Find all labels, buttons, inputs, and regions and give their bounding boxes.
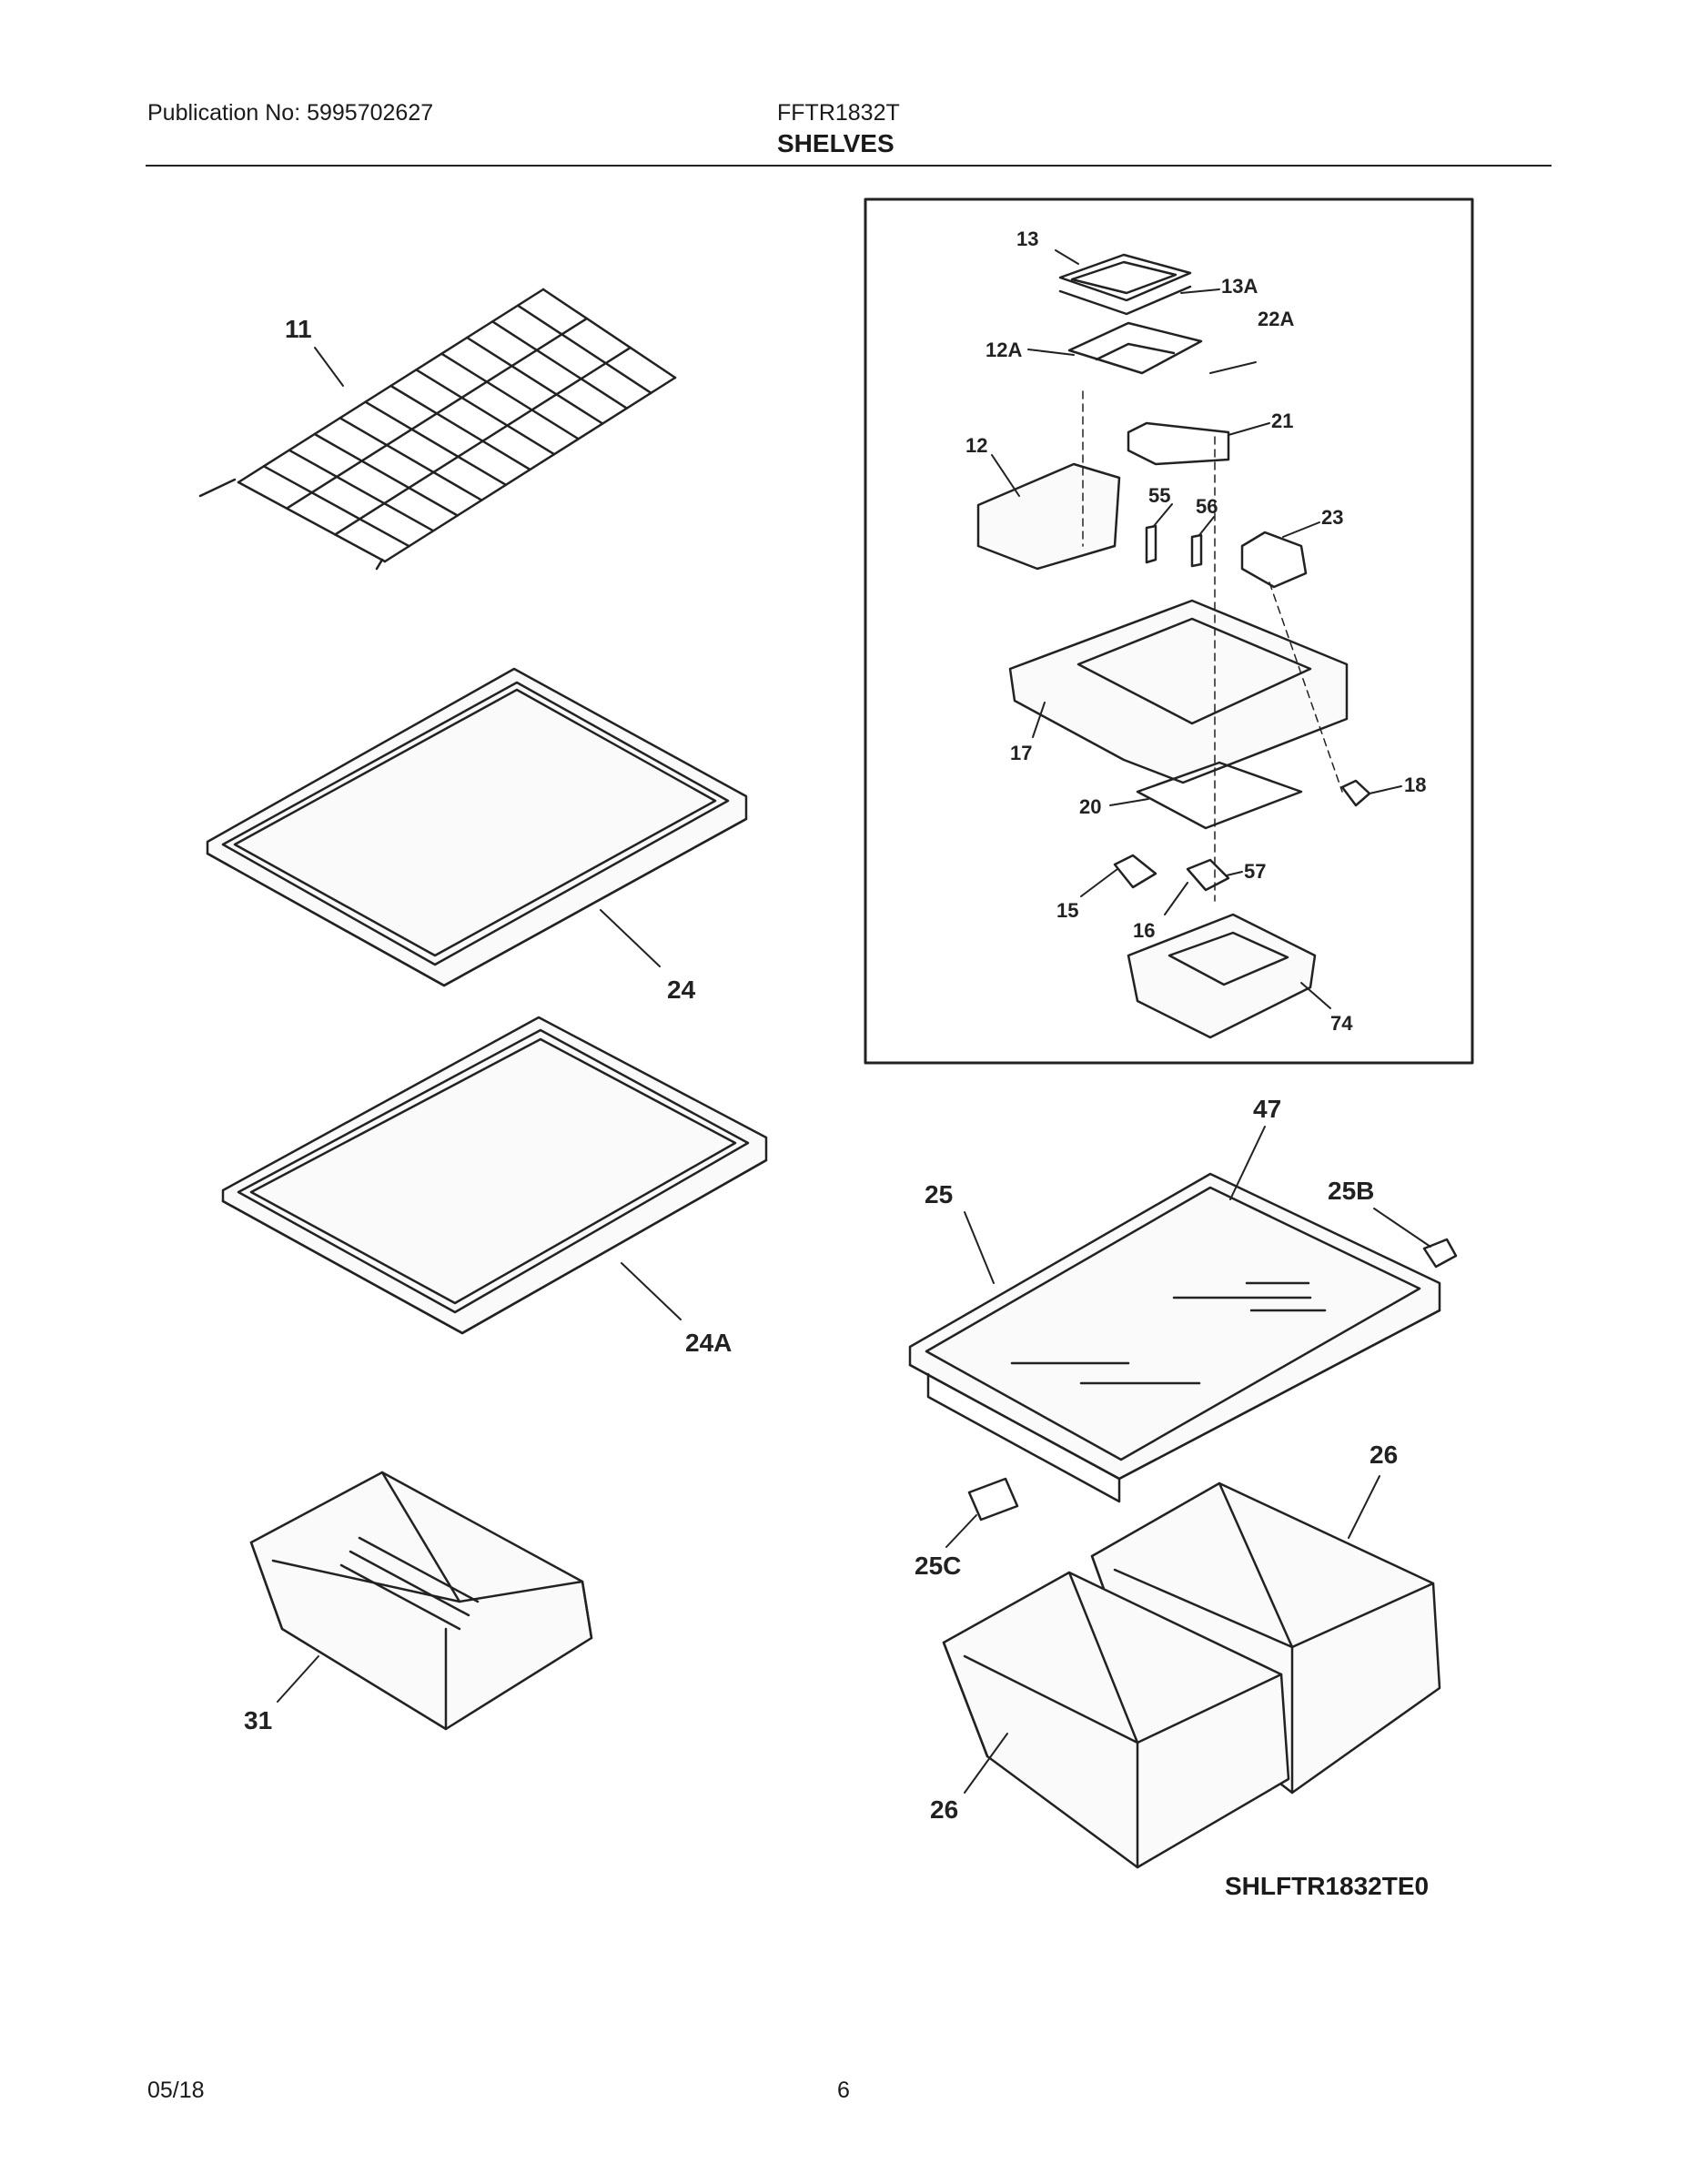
- callout-55: 55: [1148, 484, 1171, 507]
- ice-maker-inset-frame: [864, 197, 1474, 1065]
- wire-rod: [262, 465, 410, 548]
- glass-shelf-24-drawing: [206, 667, 748, 987]
- footer-date: 05/18: [147, 2078, 205, 2103]
- callout-12a: 12A: [986, 339, 1023, 361]
- callout-26-upper: 26: [1370, 1441, 1399, 1469]
- callout-leaders: [277, 249, 1431, 1794]
- callout-74: 74: [1330, 1012, 1353, 1035]
- callout-12: 12: [965, 434, 988, 457]
- page-number: 6: [837, 2078, 850, 2103]
- callout-25b: 25B: [1328, 1177, 1375, 1205]
- callout-24a: 24A: [685, 1329, 733, 1357]
- callout-18: 18: [1404, 774, 1427, 796]
- wire-rod: [490, 320, 629, 410]
- callout-17: 17: [1010, 742, 1033, 764]
- wire-shelf-drawing: [198, 288, 677, 571]
- crisper-drawer-31-drawing: [249, 1471, 593, 1731]
- wire-rod: [364, 400, 508, 487]
- section-title: SHELVES: [777, 129, 895, 157]
- wire-rod: [440, 352, 580, 440]
- header-rule: [146, 165, 1552, 167]
- callout-20: 20: [1079, 795, 1102, 818]
- callout-16: 16: [1133, 919, 1156, 942]
- callout-11: 11: [285, 315, 312, 343]
- callout-25: 25: [925, 1180, 954, 1208]
- wire-rod: [516, 304, 652, 395]
- wire-rod: [288, 449, 435, 532]
- callout-31: 31: [244, 1706, 273, 1734]
- wire-rod: [313, 432, 459, 517]
- ice-maker-parts-drawing: [976, 253, 1371, 1039]
- callout-25c: 25C: [915, 1552, 962, 1580]
- callout-47: 47: [1253, 1095, 1282, 1123]
- callout-23: 23: [1321, 506, 1344, 529]
- callout-56: 56: [1196, 495, 1218, 518]
- callout-22a: 22A: [1258, 308, 1295, 330]
- wire-cross-rod: [334, 346, 632, 536]
- callout-26-lower: 26: [930, 1795, 959, 1824]
- diagram-code: SHLFTR1832TE0: [1225, 1872, 1430, 1900]
- wire-rod: [389, 384, 531, 471]
- model-number: FFTR1832T: [777, 100, 900, 126]
- wire-rod: [339, 417, 483, 501]
- glass-shelf-24a-drawing: [221, 1016, 768, 1335]
- callout-13: 13: [1016, 228, 1039, 250]
- crisper-drawer-26-upper-drawing: [1090, 1481, 1441, 1795]
- callout-57: 57: [1244, 860, 1267, 883]
- crisper-drawer-26-lower-drawing: [942, 1571, 1290, 1869]
- wire-rod: [415, 369, 556, 456]
- wire-cross-rod: [285, 317, 589, 510]
- callout-21: 21: [1271, 410, 1294, 432]
- callout-24: 24: [667, 976, 696, 1004]
- callout-15: 15: [1056, 899, 1079, 922]
- wire-rod: [466, 336, 604, 425]
- callout-13a: 13A: [1221, 275, 1258, 298]
- publication-number: Publication No: 5995702627: [147, 100, 434, 126]
- shelf-frame-25-drawing: [908, 1172, 1458, 1522]
